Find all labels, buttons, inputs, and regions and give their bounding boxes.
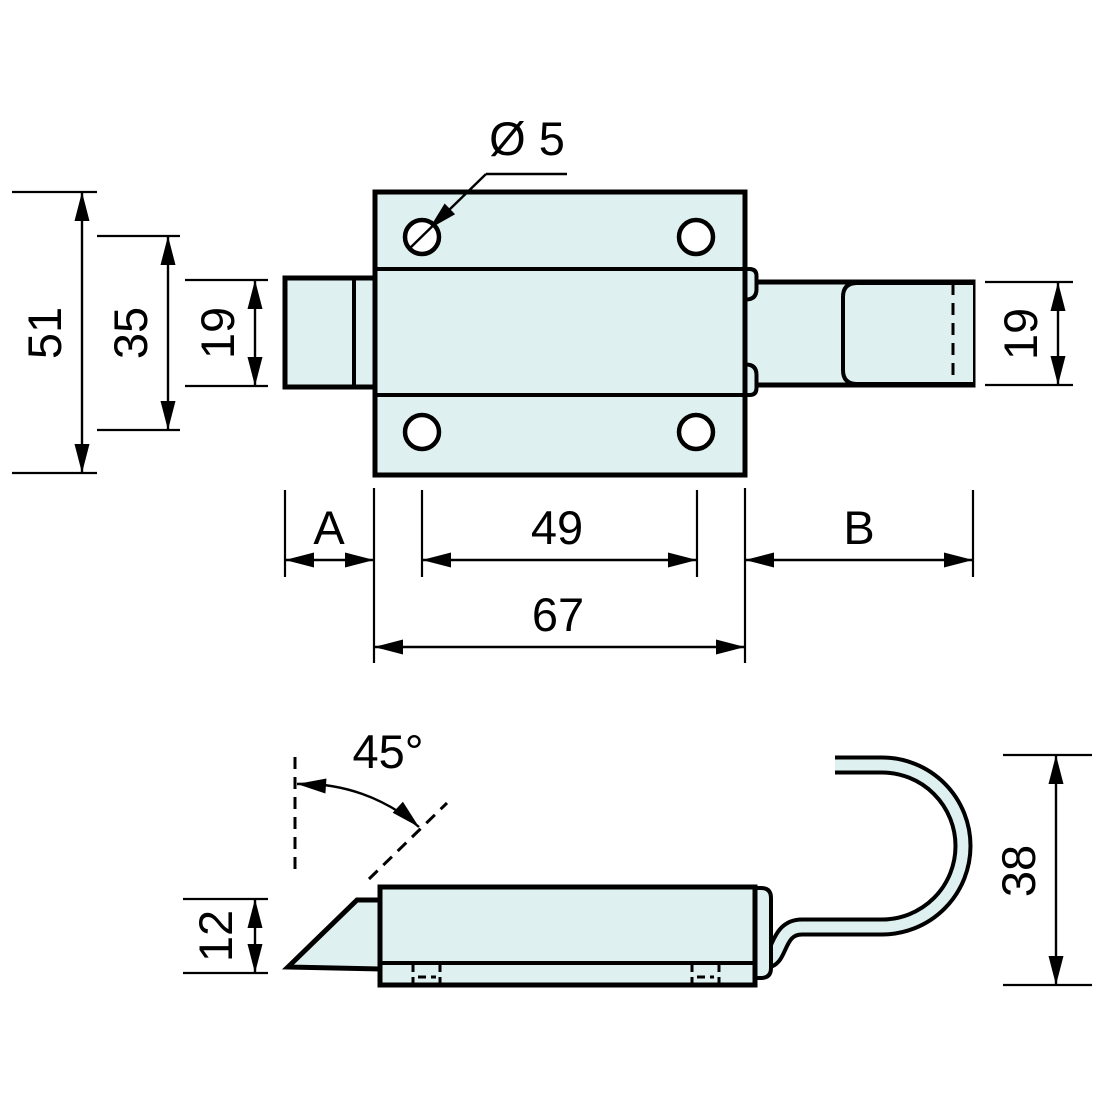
arrow-b-right <box>944 552 973 568</box>
side-view-dimensions: 45° 12 38 <box>183 725 1092 987</box>
arrow-67-left <box>374 639 403 655</box>
arrow-35-down <box>160 401 176 430</box>
arrow-19l-down <box>247 357 263 386</box>
latch-body-side-view <box>377 884 758 988</box>
arrow-49-right <box>668 552 697 568</box>
screw-hole-bottom-left <box>402 412 442 452</box>
arrow-49-left <box>422 552 451 568</box>
arrow-19r-down <box>1050 356 1066 385</box>
hole-spacing-horizontal-label: 49 <box>531 501 583 554</box>
arrow-51-down <box>74 444 90 473</box>
bolt-knob <box>841 281 973 386</box>
hole-diameter-label: Ø 5 <box>489 112 565 165</box>
arrow-a-left <box>285 552 314 568</box>
arrow-19l-up <box>247 280 263 309</box>
arrow-38-up <box>1048 755 1064 784</box>
arrow-67-right <box>716 639 745 655</box>
bolt-height-right-label: 19 <box>994 308 1047 360</box>
bolt-thickness-label: 12 <box>189 910 242 962</box>
construction-line-chamfer <box>367 801 449 881</box>
arrow-angle-start <box>296 776 327 794</box>
body-width-label: 67 <box>532 588 584 641</box>
arrow-51-up <box>74 192 90 221</box>
top-view <box>282 189 976 478</box>
hook-height-label: 38 <box>992 845 1045 897</box>
arrow-12-up <box>247 899 263 928</box>
arrow-b-left <box>745 552 774 568</box>
chamfer-angle-label: 45° <box>352 725 423 778</box>
bolt-height-left-label: 19 <box>191 307 244 359</box>
bolt-tip-side-view <box>281 897 383 972</box>
arrow-38-down <box>1048 956 1064 985</box>
bolt-travel-b-label: B <box>843 501 874 554</box>
arrow-12-down <box>247 944 263 973</box>
bolt-left-top-view <box>282 275 378 390</box>
hole-spacing-vertical-label: 35 <box>104 307 157 359</box>
bolt-end-cap-side-view <box>753 886 773 980</box>
arrow-19r-up <box>1050 282 1066 311</box>
arrow-a-right <box>345 552 374 568</box>
arrow-35-up <box>160 236 176 265</box>
overall-height-label: 51 <box>18 307 71 359</box>
side-view <box>281 755 973 988</box>
edge-offset-a-label: A <box>313 501 345 554</box>
screw-hole-top-right <box>676 217 716 257</box>
spring-hook-fill <box>764 759 969 966</box>
screw-hole-bottom-right <box>676 412 716 452</box>
top-view-dimensions: Ø 5 51 35 19 19 <box>12 112 1073 663</box>
